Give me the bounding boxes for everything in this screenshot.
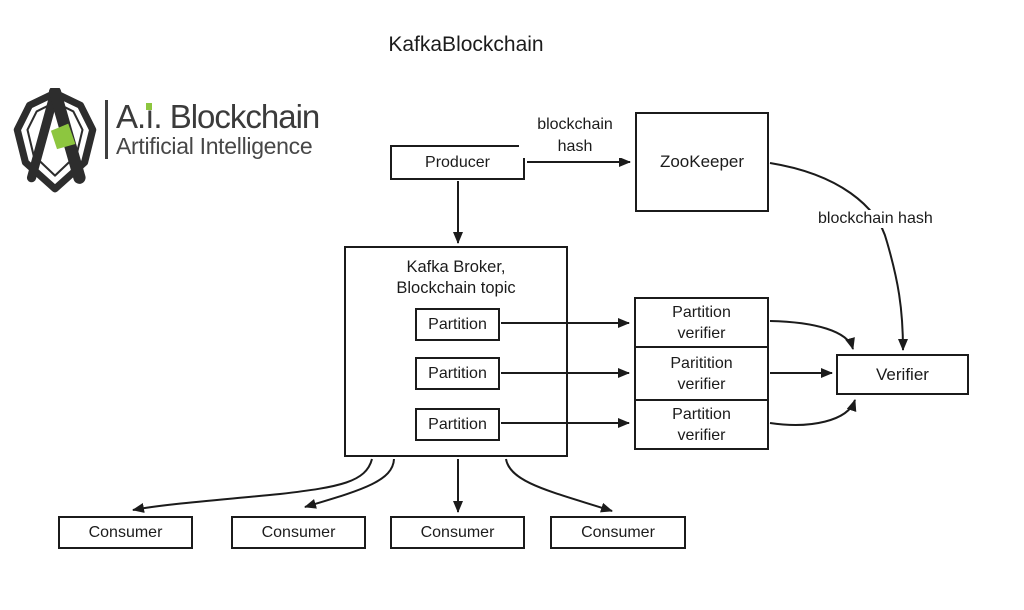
node-producer: Producer	[390, 145, 525, 180]
node-consumer-2: Consumer	[231, 516, 366, 549]
node-consumer-3: Consumer	[390, 516, 525, 549]
diagram-title: KafkaBlockchain	[388, 33, 544, 56]
node-consumer-1: Consumer	[58, 516, 193, 549]
arrow-broker-to-consumer2	[304, 458, 395, 509]
logo-brand-name: A.ı. Blockchain	[116, 98, 320, 135]
node-kafka-broker: Kafka Broker, Blockchain topic	[344, 246, 568, 457]
logo-text-block: A.ı. Blockchain Artificial Intelligence	[105, 98, 320, 159]
arrow-pverifier3-to-verifier	[769, 399, 857, 426]
edge-label-blockchain-hash-right: blockchain hash	[815, 210, 936, 228]
edge-label-blockchain-hash-left: blockchain hash	[519, 114, 631, 158]
node-partition-verifier-2: Paritition verifier	[634, 346, 769, 401]
node-verifier: Verifier	[836, 354, 969, 395]
node-partition-3: Partition	[415, 408, 500, 441]
node-zookeeper: ZooKeeper	[635, 112, 769, 212]
node-partition-2: Partition	[415, 357, 500, 390]
node-partition-verifier-1: Partition verifier	[634, 297, 769, 348]
ai-blockchain-shield-icon	[13, 88, 97, 193]
arrow-pverifier1-to-verifier	[769, 320, 855, 350]
arrow-broker-to-consumer1	[132, 458, 373, 513]
node-partition-verifier-3: Partition verifier	[634, 399, 769, 450]
logo-tagline: Artificial Intelligence	[116, 133, 313, 159]
green-i-dot-icon	[146, 103, 153, 110]
node-partition-1: Partition	[415, 308, 500, 341]
company-logo: A.ı. Blockchain Artificial Intelligence	[12, 86, 332, 196]
arrow-broker-to-consumer4	[505, 458, 613, 513]
kafka-broker-title: Kafka Broker, Blockchain topic	[396, 258, 516, 297]
node-consumer-4: Consumer	[550, 516, 686, 549]
arrow-zookeeper-to-verifier	[769, 162, 908, 351]
